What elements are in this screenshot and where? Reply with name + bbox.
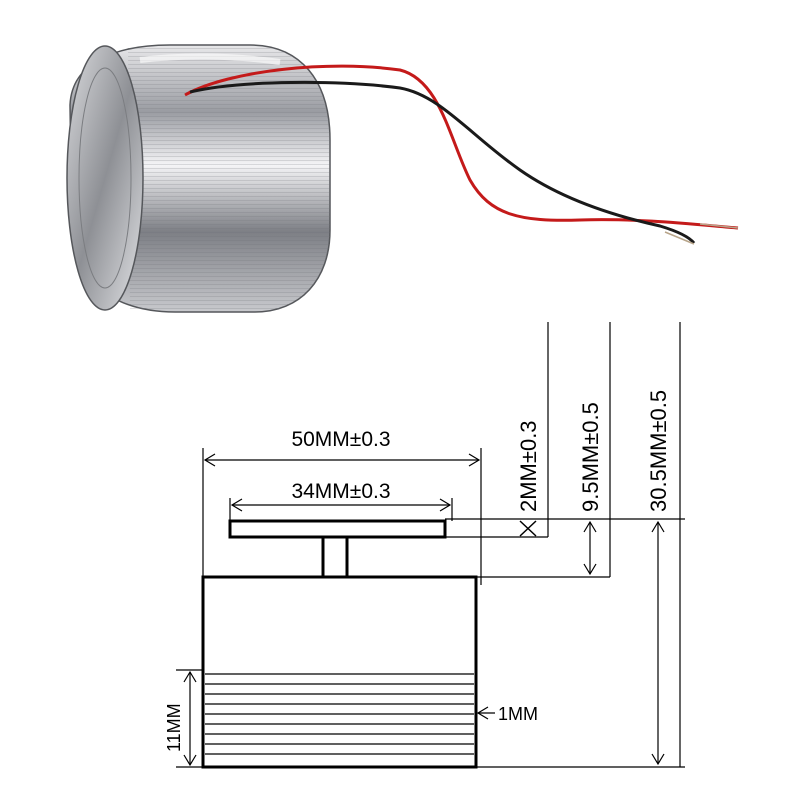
stem (321, 535, 349, 579)
dim-line-overall-width (202, 448, 482, 585)
bass-shaker-transducer-photo (66, 44, 739, 313)
dim-line-total-height (651, 520, 665, 766)
dimension-drawing (176, 322, 685, 769)
dim-marker-plate-thickness (519, 520, 537, 537)
transducer-body (201, 575, 478, 769)
dim-label-plate-to-body: 9.5MM±0.5 (578, 402, 603, 512)
dim-line-plate-width (229, 498, 453, 521)
dim-arrow-thread-depth (476, 706, 495, 720)
dim-label-thread-depth: 1MM (498, 704, 538, 724)
dim-label-overall-width: 50MM±0.3 (291, 428, 390, 451)
dim-line-thread-height (176, 669, 203, 768)
right-extension-lines (445, 322, 685, 768)
mounting-plate (228, 519, 447, 539)
thread-lines (205, 673, 474, 755)
dim-line-plate-to-body (583, 520, 597, 576)
dim-label-thread-height: 11MM (164, 703, 184, 752)
dim-label-plate-width: 34MM±0.3 (291, 480, 390, 503)
dim-label-total-height: 30.5MM±0.5 (646, 390, 671, 512)
dim-label-plate-thickness: 2MM±0.3 (516, 420, 541, 512)
